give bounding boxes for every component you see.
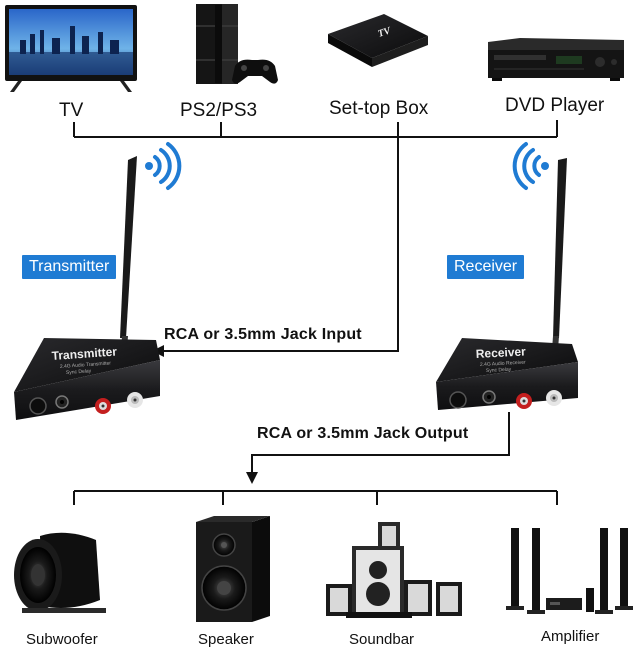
output-label-subwoofer: Subwoofer [26,631,98,648]
soundbar-icon [326,522,462,618]
input-connection [152,137,399,357]
output-connection [246,412,510,484]
transmitter-tag: Transmitter [22,255,117,279]
game-console-icon [196,4,278,84]
input-connection-label: RCA or 3.5mm Jack Input [164,326,362,343]
wifi-signal-icon-transmitter [145,142,182,190]
source-bus [73,120,558,138]
receiver-device-subtitle2: Sync Delay [486,367,512,374]
receiver-device: Receiver 2.4G Audio Receiver Sync Delay [436,158,578,410]
source-label-tv: TV [59,100,84,121]
tv-icon [5,5,137,92]
transmitter-device-subtitle: 2.4G Audio Transmitter [60,360,112,370]
source-label-ps2-ps3: PS2/PS3 [180,100,258,121]
source-label-set-top-box: Set-top Box [329,98,429,119]
set-top-box-icon: TV [328,14,428,67]
receiver-device-name: Receiver [475,344,526,361]
transmitter-device: Transmitter 2.4G Audio Transmitter Sync … [14,156,160,420]
source-label-dvd-player: DVD Player [505,95,605,116]
output-label-speaker: Speaker [198,631,254,648]
output-label-soundbar: Soundbar [349,631,415,648]
receiver-tag: Receiver [447,255,525,279]
dvd-player-icon [488,38,624,81]
output-label-amplifier: Amplifier [541,628,600,645]
transmitter-device-name: Transmitter [51,344,118,363]
amplifier-icon [506,528,633,614]
receiver-device-subtitle: 2.4G Audio Receiver [480,360,526,368]
set-top-box-logo: TV [377,25,394,40]
speaker-icon [196,516,270,622]
output-bus [73,490,558,505]
subwoofer-icon [14,532,106,613]
wifi-signal-icon-receiver [512,142,549,190]
output-connection-label: RCA or 3.5mm Jack Output [257,425,469,442]
transmitter-device-subtitle2: Sync Delay [66,368,92,376]
